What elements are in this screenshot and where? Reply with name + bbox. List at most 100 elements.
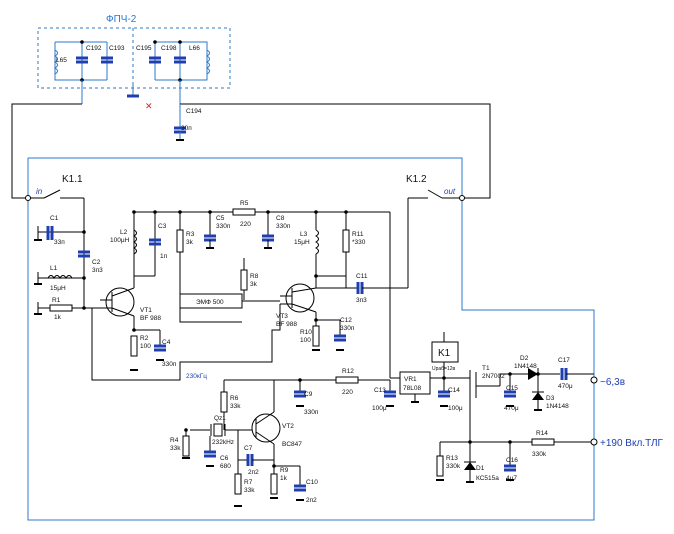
value-R12: 220 <box>342 389 353 396</box>
switch-k1-1 <box>43 189 61 199</box>
label-C6: C6 <box>220 455 229 462</box>
label-C15: C15 <box>506 385 518 392</box>
label-C192: C192 <box>86 45 102 52</box>
resistor-R6 <box>220 391 228 413</box>
label-L3: L3 <box>300 231 308 238</box>
label-C195: C195 <box>136 45 152 52</box>
terminal-190v <box>590 438 598 446</box>
value-C5: 330п <box>216 223 231 230</box>
resistor-R12 <box>335 376 359 384</box>
top-rail <box>133 211 390 288</box>
zener-D1 <box>464 462 476 470</box>
ground-symbols <box>34 139 542 507</box>
label-L66: L66 <box>189 45 200 52</box>
loop-right-wire <box>180 103 491 199</box>
relay-K1 <box>431 341 459 363</box>
value-VT1: BF 988 <box>140 315 161 322</box>
label-C198: C198 <box>161 45 177 52</box>
value-VT3: BF 988 <box>276 321 297 328</box>
label-C9: C9 <box>304 391 313 398</box>
label-C193: C193 <box>109 45 125 52</box>
value-R8: 3k <box>250 281 258 288</box>
value-L1: 15μH <box>50 285 66 292</box>
fpch2-left-section <box>54 40 113 82</box>
resistor-R8 <box>240 269 248 291</box>
loop-left-wire <box>11 103 82 199</box>
value-C12: 330п <box>340 325 355 332</box>
value-C2: 3п3 <box>92 267 103 274</box>
value-C10: 2п2 <box>306 497 317 504</box>
label-R9: R9 <box>280 467 289 474</box>
value-D2: 1N4148 <box>514 363 537 370</box>
value-C194: 30п <box>181 125 192 132</box>
label-R11: R11 <box>352 231 364 238</box>
value-R11: *330 <box>352 239 366 246</box>
label-R1: R1 <box>52 297 61 304</box>
output-63v: ~6,3в <box>600 377 625 388</box>
relay-sub: Uраб=12в <box>432 366 456 372</box>
label-C4: C4 <box>162 339 171 346</box>
label-C16: C16 <box>506 457 518 464</box>
value-R7: 33k <box>244 487 255 494</box>
label-D2: D2 <box>520 355 529 362</box>
label-k1-1: K1.1 <box>62 174 83 185</box>
freq-label: 230кГц <box>186 373 207 380</box>
label-R10: R10 <box>300 329 312 336</box>
label-R14: R14 <box>536 430 548 437</box>
value-R5: 220 <box>240 221 251 228</box>
value-VR1: 78L08 <box>403 385 421 392</box>
diode-D3 <box>532 392 544 400</box>
label-D3: D3 <box>546 395 555 402</box>
label-C17: C17 <box>558 357 570 364</box>
label-C10: C10 <box>306 479 318 486</box>
label-C8: C8 <box>276 215 285 222</box>
label-VT3: VT3 <box>276 313 288 320</box>
transistor-VT3 <box>285 283 315 313</box>
label-C12: C12 <box>340 317 352 324</box>
label-C13: C13 <box>374 387 386 394</box>
diode-D2 <box>528 368 538 380</box>
label-C11: C11 <box>356 273 368 280</box>
label-T1: T1 <box>482 365 490 372</box>
resistor-R11 <box>342 229 350 253</box>
terminal-63v <box>590 376 598 384</box>
resistor-R3 <box>176 229 184 253</box>
value-L3: 15μH <box>294 239 310 246</box>
value-C6: 680 <box>220 463 231 470</box>
cross-mark: ✕ <box>145 101 153 111</box>
resistor-R14 <box>531 438 555 446</box>
output-190v: +190 Вкл.ТЛГ <box>600 438 664 449</box>
quartz-Qz1 <box>213 423 223 437</box>
label-R6: R6 <box>230 395 239 402</box>
label-D1: D1 <box>476 465 485 472</box>
label-k1-2: K1.2 <box>406 174 427 185</box>
transistor-VT1 <box>105 287 135 317</box>
relay-label: K1 <box>438 348 451 359</box>
value-D1: КС515а <box>476 475 499 482</box>
value-C16: 4μ7 <box>506 475 517 482</box>
value-C1: 33п <box>54 239 65 246</box>
value-T1: 2N7002 <box>482 373 505 380</box>
value-C11: 3п3 <box>356 297 367 304</box>
resistor-R10 <box>312 325 320 347</box>
value-C3: 1п <box>160 253 168 260</box>
resistor-R9 <box>270 473 278 495</box>
value-C13: 100μ <box>372 405 387 412</box>
value-R9: 1k <box>280 475 288 482</box>
label-L65: L65 <box>56 57 67 64</box>
label-C2: C2 <box>92 259 101 266</box>
value-R13: 330k <box>446 463 461 470</box>
out-terminal <box>459 195 465 201</box>
resistor-R13 <box>436 455 444 477</box>
value-C14: 100μ <box>448 405 463 412</box>
fpch2-title: ФПЧ-2 <box>106 14 137 25</box>
label-C14: C14 <box>448 387 460 394</box>
label-in: in <box>36 187 43 196</box>
label-L1: L1 <box>50 265 58 272</box>
label-R7: R7 <box>244 479 253 486</box>
value-R1: 1k <box>54 314 62 321</box>
fpch2-block-border <box>37 27 231 89</box>
label-C1: C1 <box>50 215 59 222</box>
label-R3: R3 <box>186 231 195 238</box>
